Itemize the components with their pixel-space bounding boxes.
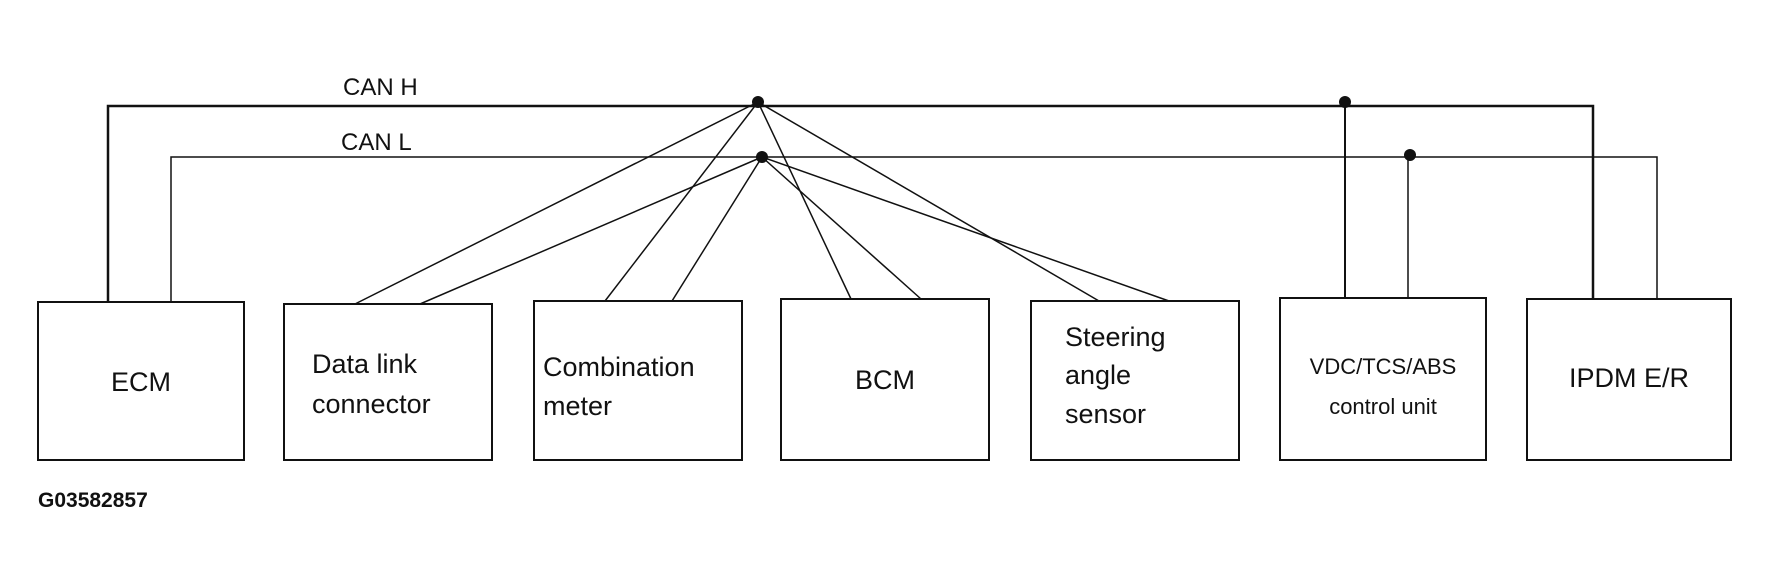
data-link-connector-label-line-1: Data link [312,349,418,379]
steering-angle-sensor-box: Steering angle sensor [1030,300,1240,461]
steering-angle-sensor-label-line-3: sensor [1065,399,1146,429]
vdc-tcs-abs-label-line-1: VDC/TCS/ABS [1310,354,1457,379]
figure-code: G03582857 [38,489,148,512]
ipdm-e-r-label: IPDM E/R [1569,363,1689,393]
bcm-box: BCM [780,298,990,461]
steering-angle-sensor-label-line-2: angle [1065,360,1131,390]
steering-angle-sensor-label-line-1: Steering [1065,322,1166,352]
combination-meter-box: Combination meter [533,300,743,461]
ecm-label: ECM [111,367,171,397]
data-link-connector-box: Data link connector [283,303,493,461]
bcm-label: BCM [855,365,915,395]
can-l-label: CAN L [341,129,412,156]
vdc-tcs-abs-control-unit-box: VDC/TCS/ABS control unit [1279,297,1487,461]
ipdm-e-r-box: IPDM E/R [1526,298,1732,461]
combination-meter-label-line-2: meter [543,391,612,421]
data-link-connector-label-line-2: connector [312,389,431,419]
combination-meter-label-line-1: Combination [543,352,695,382]
vdc-tcs-abs-label-line-2: control unit [1329,394,1437,419]
can-h-label: CAN H [343,74,418,101]
can-h-bus [106,96,1595,305]
ecm-box: ECM [37,301,245,461]
can-l-bus [170,149,1658,305]
